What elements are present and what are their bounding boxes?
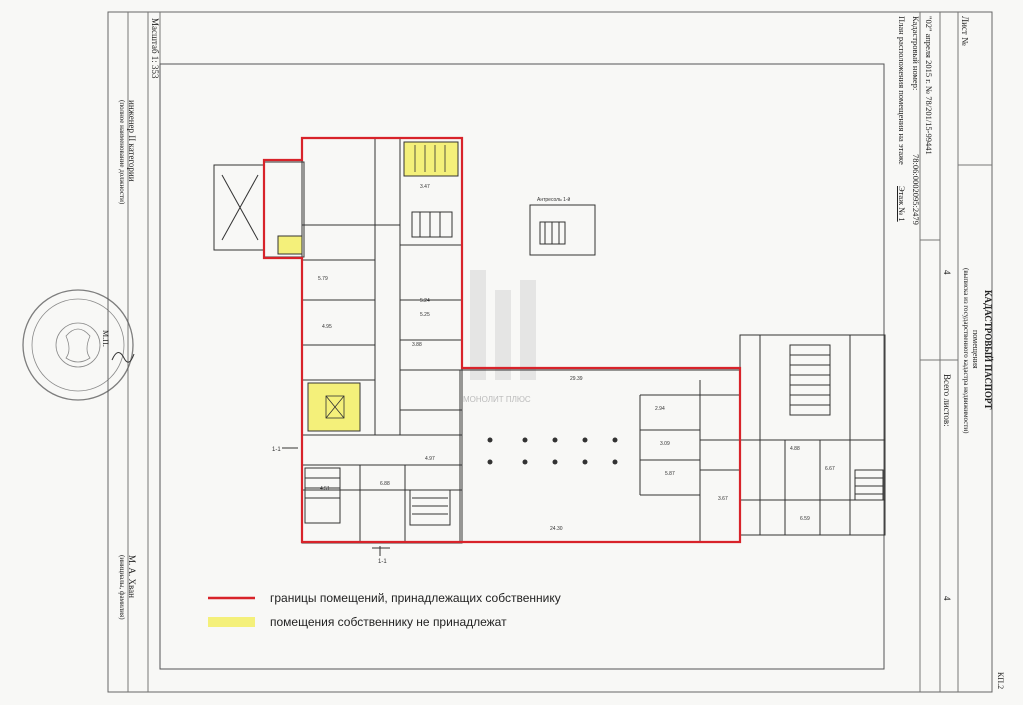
engineer-role-note: (полное наименование должности) bbox=[118, 100, 126, 205]
document-title: КАДАСТРОВЫЙ ПАСПОРТ bbox=[983, 290, 993, 410]
room-label: 5.87 bbox=[665, 471, 675, 477]
hall-columns bbox=[487, 437, 618, 465]
official-stamp bbox=[22, 289, 134, 401]
signer-name: М. А. Хван bbox=[127, 555, 137, 598]
section-label-left: 1-1 bbox=[272, 447, 281, 453]
mezzanine-label: Антресоль 1-й bbox=[537, 196, 571, 203]
scale-label: Масштаб 1: 353 bbox=[150, 18, 160, 79]
room-label: 24.30 bbox=[550, 526, 563, 532]
room-label: 6.59 bbox=[800, 516, 810, 522]
legend-fill-swatch bbox=[208, 617, 255, 627]
sheet-number-label: Лист № bbox=[960, 16, 970, 46]
not-owned-rooms bbox=[277, 141, 459, 432]
room-label: 5.24 bbox=[420, 298, 430, 304]
engineer-role: инженер II категории bbox=[127, 100, 137, 182]
legend-not-owned-label: помещения собственнику не принадлежат bbox=[270, 615, 507, 629]
room-label: 4.97 bbox=[425, 456, 435, 462]
room-label: 29.39 bbox=[570, 376, 583, 382]
total-sheets-value: 4 bbox=[942, 596, 952, 601]
plan-label: План расположения помещения на этаже bbox=[897, 16, 907, 165]
room-label: 3.88 bbox=[412, 342, 422, 348]
room-label: 6.88 bbox=[380, 481, 390, 487]
total-sheets-label: Всего листов: bbox=[942, 374, 952, 427]
yellow-stairs-detail bbox=[325, 145, 446, 419]
document-date-number: "02" апреля 2015 г. № 78/201/15-99441 bbox=[924, 16, 934, 155]
section-marks bbox=[282, 447, 390, 556]
outer-frame bbox=[107, 11, 993, 693]
room-label: 4.51 bbox=[320, 486, 330, 492]
cadastral-number-value: 78:06:0002095:2479 bbox=[911, 154, 921, 225]
ownership-boundary bbox=[262, 136, 742, 544]
room-labels: 29.39 24.30 5.24 5.25 3.88 4.97 6.88 5.7… bbox=[318, 184, 835, 532]
room-label: 6.67 bbox=[825, 466, 835, 472]
mezzanine-stair-block bbox=[529, 204, 596, 256]
section-label-bottom: 1-1 bbox=[378, 559, 387, 565]
sheet-number-value: 4 bbox=[942, 270, 952, 275]
room-label: 3.47 bbox=[420, 184, 430, 190]
form-code: КП.2 bbox=[996, 672, 1005, 690]
cadastral-number-label: Кадастровый номер: bbox=[911, 16, 921, 91]
signer-name-note: (инициалы, фамилия) bbox=[118, 555, 126, 620]
plan-frame bbox=[159, 63, 885, 670]
floor-label: Этаж № 1 bbox=[897, 186, 907, 222]
watermark-text: МОНОЛИТ ПЛЮС bbox=[463, 395, 531, 404]
watermark-logo bbox=[470, 270, 536, 380]
room-label: 5.25 bbox=[420, 312, 430, 318]
room-label: 3.09 bbox=[660, 441, 670, 447]
document-subtitle: помещения bbox=[971, 330, 980, 369]
signature bbox=[111, 352, 135, 363]
document-note: (выписка из государственного кадастра не… bbox=[962, 268, 970, 434]
room-label: 4.88 bbox=[790, 446, 800, 452]
legend-owned-label: границы помещений, принадлежащих собстве… bbox=[270, 591, 561, 605]
room-label: 3.67 bbox=[718, 496, 728, 502]
stamp-initials: М.П. bbox=[101, 330, 110, 347]
room-label: 2.94 bbox=[655, 406, 665, 412]
right-building-outline bbox=[739, 334, 886, 536]
room-label: 5.79 bbox=[318, 276, 328, 282]
room-label: 4.95 bbox=[322, 324, 332, 330]
